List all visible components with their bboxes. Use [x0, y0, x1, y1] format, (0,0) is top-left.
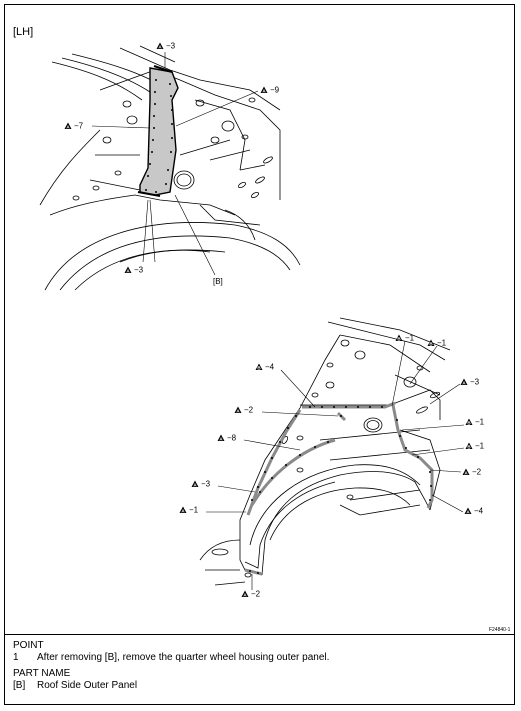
svg-text:−2: −2 — [472, 468, 482, 477]
bottom-callout-9: −2 — [462, 468, 482, 477]
svg-text:−1: −1 — [475, 442, 485, 451]
svg-text:−7: −7 — [74, 122, 84, 131]
bottom-callout-7: −8 — [217, 434, 237, 443]
diagram-frame — [4, 4, 515, 705]
bottom-callout-8: −1 — [465, 442, 485, 451]
top-view-drawing — [39, 45, 301, 291]
bottom-callout-6: −1 — [465, 418, 485, 427]
svg-text:−1: −1 — [437, 339, 447, 348]
repair-diagram: A B — [39, 42, 485, 599]
bottom-callout-13: −2 — [241, 590, 261, 599]
svg-text:−4: −4 — [265, 363, 275, 372]
svg-text:−1: −1 — [189, 506, 199, 515]
svg-text:−3: −3 — [134, 266, 144, 275]
svg-text:−8: −8 — [227, 434, 237, 443]
point-item-text: After removing [B], remove the quarter w… — [37, 652, 330, 663]
svg-text:−3: −3 — [201, 480, 211, 489]
svg-text:−2: −2 — [251, 590, 261, 599]
bottom-callout-4: −3 — [460, 378, 480, 387]
top-callout-3: −7 — [64, 122, 84, 131]
top-callout-2: −9 — [260, 86, 280, 95]
part-name-tag: [B] — [13, 680, 26, 691]
figure-code: F24840-1 — [489, 627, 511, 633]
part-name-text: Roof Side Outer Panel — [37, 680, 138, 691]
part-name-item: [B] Roof Side Outer Panel — [13, 680, 329, 692]
notes-divider — [4, 634, 515, 635]
svg-text:−4: −4 — [474, 507, 484, 516]
point-item: 1 After removing [B], remove the quarter… — [13, 652, 329, 664]
top-callout-1: −3 — [156, 42, 176, 51]
bottom-callout-10: −3 — [191, 480, 211, 489]
svg-text:−2: −2 — [244, 406, 254, 415]
callout-text: −3 — [166, 42, 176, 51]
point-heading: POINT — [13, 640, 44, 651]
bottom-callout-1: −1 — [395, 334, 415, 343]
svg-text:−1: −1 — [405, 334, 415, 343]
bottom-callout-12: −4 — [464, 507, 484, 516]
svg-text:−3: −3 — [470, 378, 480, 387]
bottom-callout-5: −2 — [234, 406, 254, 415]
view-label: [LH] — [13, 26, 34, 38]
bottom-view-drawing — [199, 317, 465, 590]
top-callout-4: −3 — [124, 266, 144, 275]
notes-section: POINT 1 After removing [B], remove the q… — [13, 640, 329, 692]
bottom-callout-3: −4 — [255, 363, 275, 372]
svg-text:−1: −1 — [475, 418, 485, 427]
part-name-heading: PART NAME — [13, 668, 71, 679]
bottom-callout-2: −1 — [427, 339, 447, 348]
point-item-number: 1 — [13, 652, 19, 663]
part-tag-b: [B] — [213, 277, 223, 286]
svg-text:−9: −9 — [270, 86, 280, 95]
bottom-callout-11: −1 — [179, 506, 199, 515]
